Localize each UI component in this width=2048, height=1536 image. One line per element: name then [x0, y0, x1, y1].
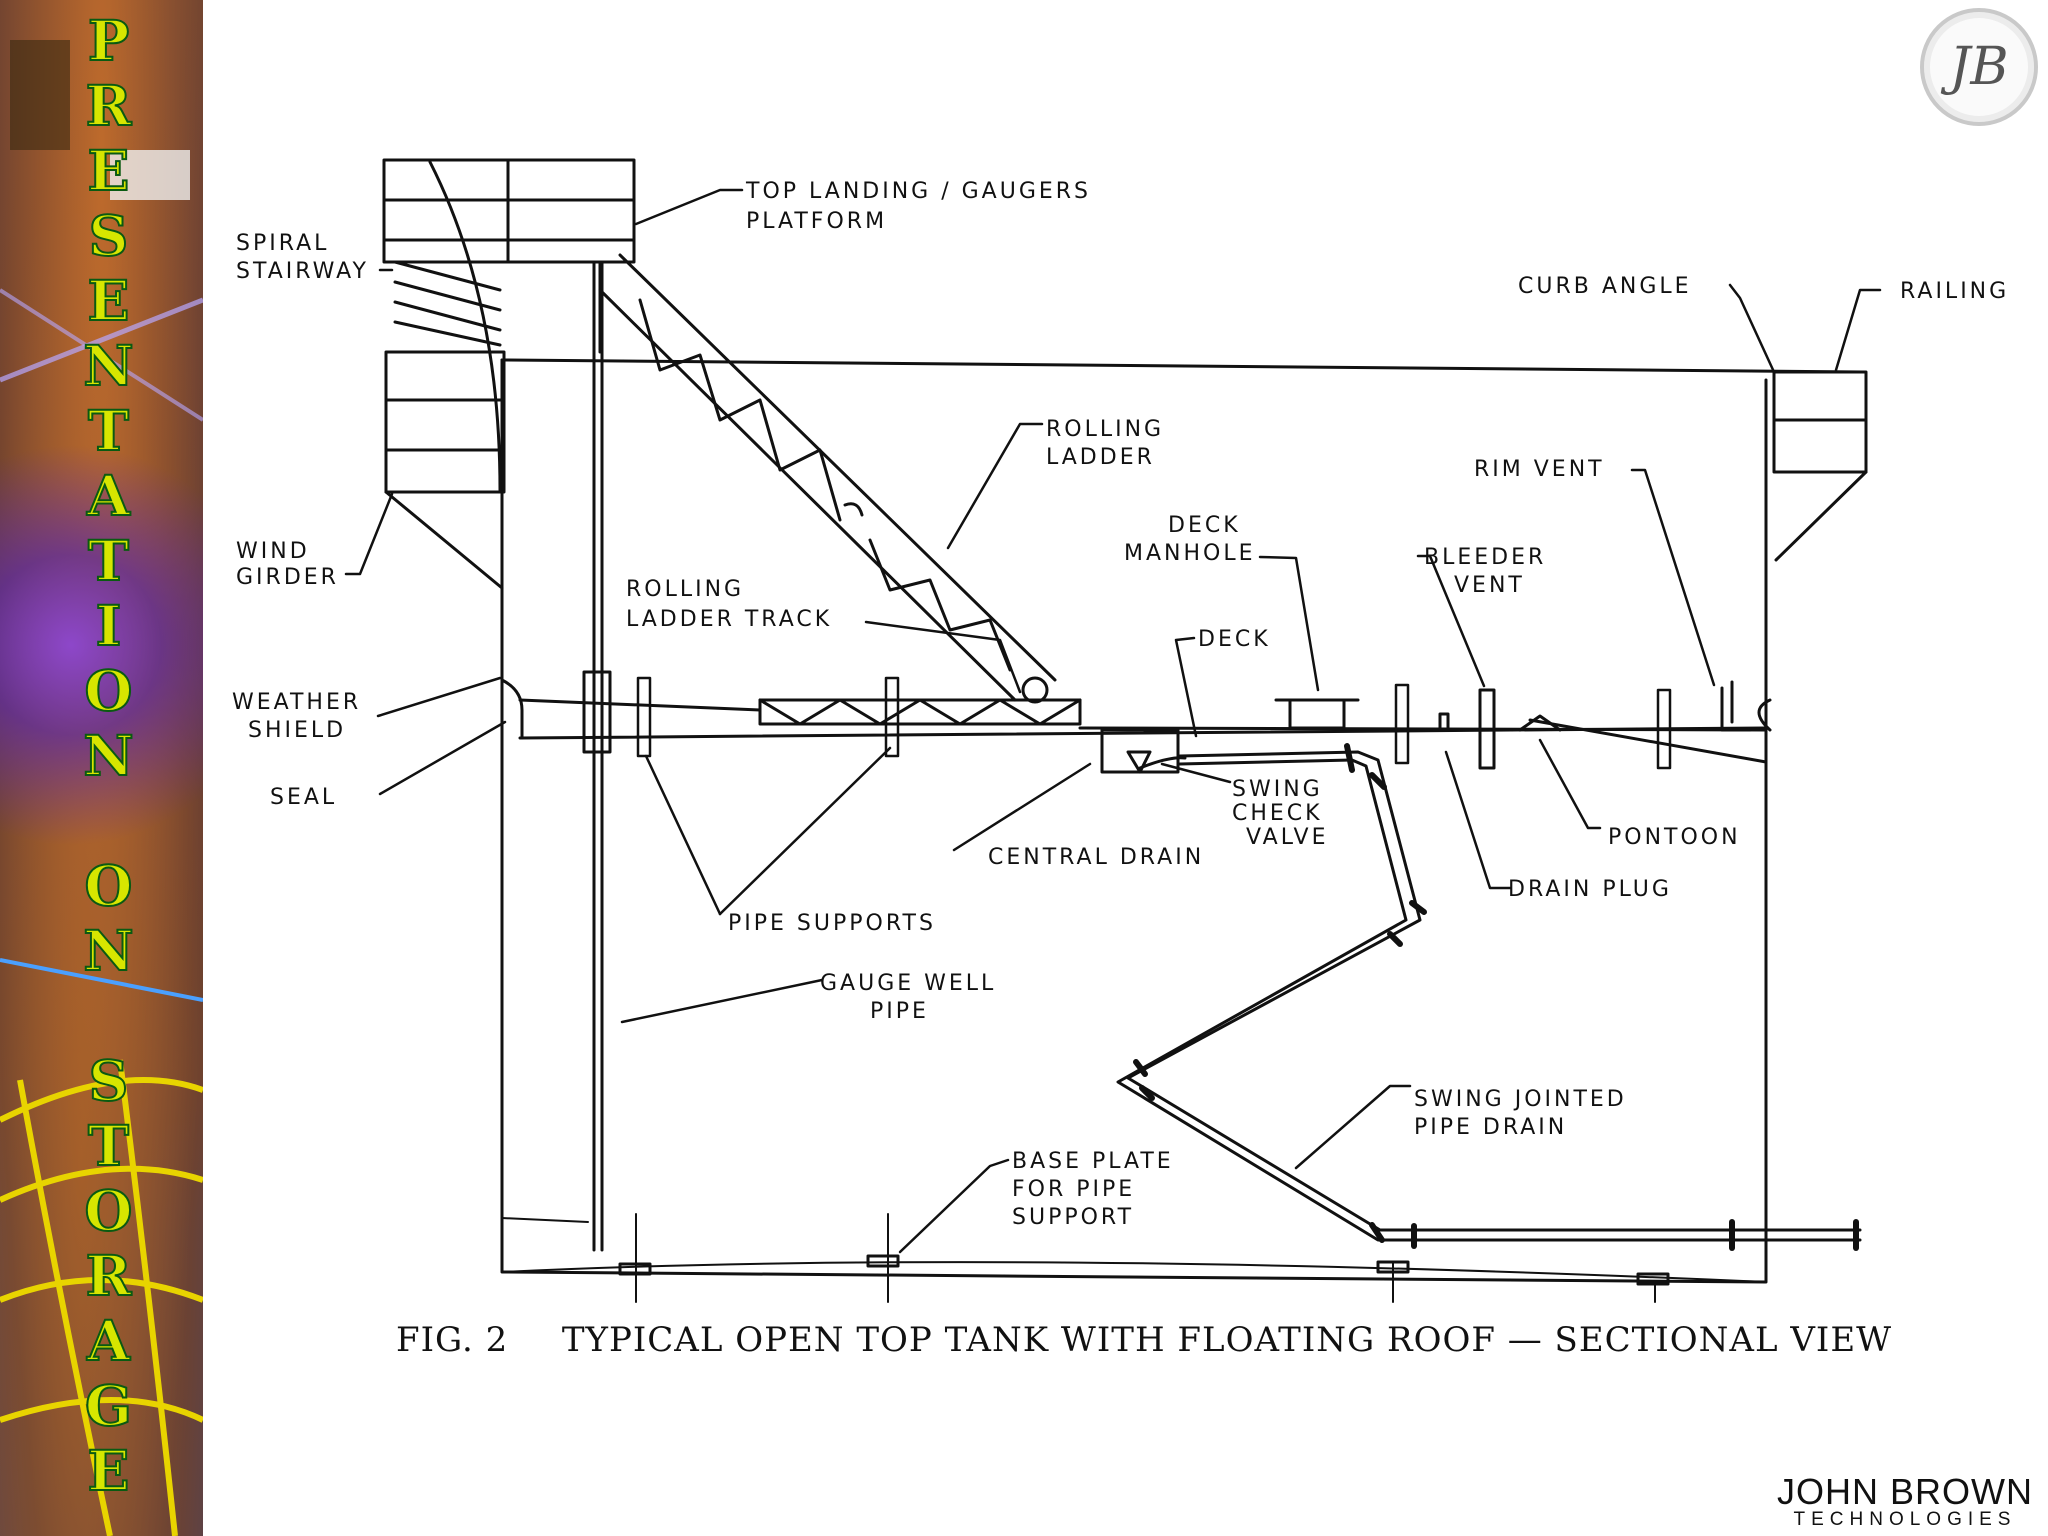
- deck-fittings: [1274, 680, 1752, 770]
- diagram-labels: TOP LANDING / GAUGERS PLATFORM SPIRAL ST…: [232, 179, 2009, 1230]
- label-wind-girder-2: GIRDER: [236, 565, 339, 590]
- spiral-stairway: [382, 158, 636, 590]
- label-top-landing-2: PLATFORM: [746, 209, 887, 234]
- jb-monogram: JB: [1949, 37, 2009, 97]
- wind-girder-right: [1772, 370, 1868, 562]
- label-swing-check-2: CHECK: [1232, 801, 1323, 826]
- brand-logo: JOHN BROWN TECHNOLOGIES: [1765, 1471, 2045, 1531]
- label-base-plate-2: FOR PIPE: [1012, 1177, 1135, 1202]
- leader-lines: [344, 188, 1882, 1254]
- rolling-ladder: [598, 253, 1057, 704]
- label-seal: SEAL: [270, 785, 337, 810]
- label-pipe-supports: PIPE SUPPORTS: [728, 911, 936, 936]
- label-pontoon: PONTOON: [1608, 825, 1741, 850]
- label-weather-2: SHIELD: [248, 718, 346, 743]
- label-swing-check-1: SWING: [1232, 777, 1323, 802]
- label-swing-joint-2: PIPE DRAIN: [1414, 1115, 1567, 1140]
- figure-number: FIG. 2: [396, 1320, 509, 1360]
- label-railing: RAILING: [1900, 279, 2009, 304]
- label-wind-girder-1: WIND: [236, 539, 310, 564]
- label-spiral-1: SPIRAL: [236, 231, 329, 256]
- figure-title: TYPICAL OPEN TOP TANK WITH FLOATING ROOF…: [561, 1320, 1893, 1360]
- label-rolling-ladder-1: ROLLING: [1046, 417, 1164, 442]
- swing-jointed-pipe-drain: [1116, 743, 1862, 1251]
- label-rim-vent: RIM VENT: [1474, 457, 1605, 482]
- label-gauge-well-1: GAUGE WELL: [820, 971, 996, 996]
- label-bleeder-vent-1: BLEEDER: [1424, 545, 1546, 570]
- label-base-plate-1: BASE PLATE: [1012, 1149, 1174, 1174]
- label-deck-manhole-1: DECK: [1168, 513, 1241, 538]
- label-track-2: LADDER TRACK: [626, 607, 832, 632]
- label-deck: DECK: [1198, 627, 1271, 652]
- label-top-landing-1: TOP LANDING / GAUGERS: [745, 179, 1091, 204]
- label-gauge-well-2: PIPE: [870, 999, 929, 1024]
- label-drain-plug: DRAIN PLUG: [1508, 877, 1672, 902]
- label-central-drain: CENTRAL DRAIN: [988, 845, 1204, 870]
- tank-shell: [500, 358, 1864, 1284]
- rolling-ladder-track: [758, 698, 1082, 726]
- jb-logo: JB: [1920, 8, 2038, 126]
- sidebar-banner: PRESENTATION ON STORAGE TANKS: [0, 0, 203, 1536]
- brand-subtitle: TECHNOLOGIES: [1793, 1509, 2017, 1530]
- label-track-1: ROLLING: [626, 577, 744, 602]
- label-rolling-ladder-2: LADDER: [1046, 445, 1155, 470]
- floating-roof-deck: [500, 678, 1772, 774]
- label-curb-angle: CURB ANGLE: [1518, 274, 1692, 299]
- label-weather-1: WEATHER: [232, 690, 361, 715]
- figure-caption: FIG. 2 TYPICAL OPEN TOP TANK WITH FLOATI…: [396, 1320, 1892, 1360]
- label-swing-check-3: VALVE: [1246, 825, 1328, 850]
- label-bleeder-vent-2: VENT: [1454, 573, 1525, 598]
- label-swing-joint-1: SWING JOINTED: [1414, 1087, 1627, 1112]
- brand-name: JOHN BROWN: [1777, 1471, 2033, 1512]
- pipe-supports: [636, 676, 1672, 770]
- base-plates: [501, 1213, 1670, 1303]
- label-base-plate-3: SUPPORT: [1012, 1205, 1134, 1230]
- sidebar-title: PRESENTATION ON STORAGE TANKS: [75, 7, 142, 1536]
- label-spiral-2: STAIRWAY: [236, 259, 369, 284]
- globe-grid-graphic: [0, 40, 203, 1536]
- gauge-well-pipe: [582, 260, 612, 1252]
- label-deck-manhole-2: MANHOLE: [1124, 541, 1256, 566]
